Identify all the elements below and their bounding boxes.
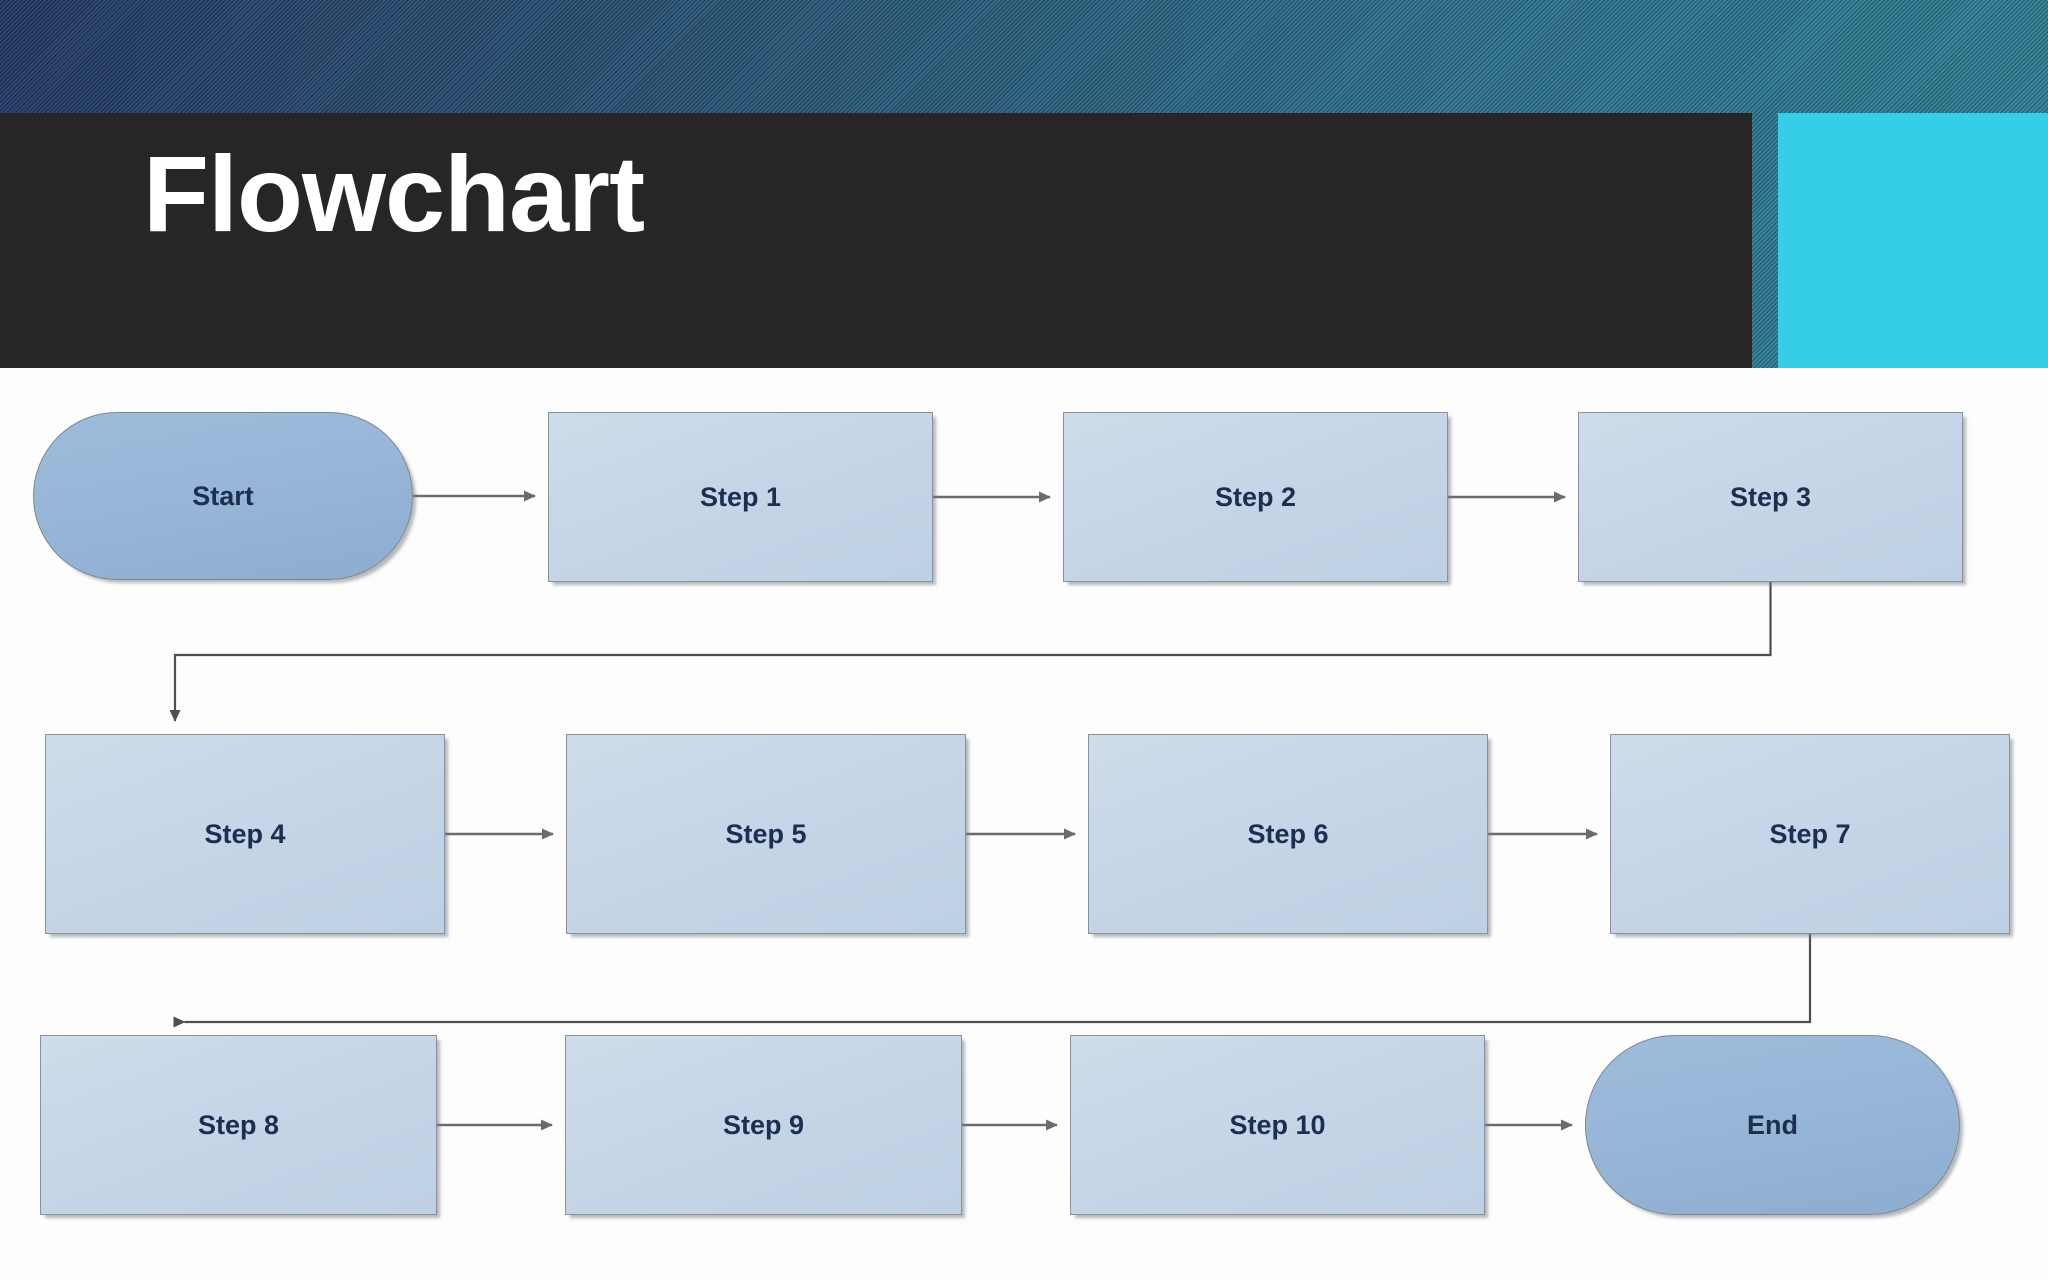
- flow-node-step8[interactable]: Step 8: [40, 1035, 437, 1215]
- flow-node-label: Step 9: [722, 1109, 805, 1140]
- flow-node-end[interactable]: End: [1585, 1035, 1960, 1215]
- flow-node-label: Step 4: [204, 818, 286, 849]
- flow-node-label: Step 5: [725, 818, 807, 849]
- flow-node-step5[interactable]: Step 5: [566, 734, 966, 934]
- flow-node-step7[interactable]: Step 7: [1610, 734, 2010, 934]
- flow-node-step6[interactable]: Step 6: [1088, 734, 1488, 934]
- flow-node-step1[interactable]: Step 1: [548, 412, 933, 582]
- connector-step3-to-step4: [169, 582, 1772, 722]
- flow-node-label: End: [1747, 1109, 1798, 1140]
- flow-node-step4[interactable]: Step 4: [45, 734, 445, 934]
- flowchart-canvas: Start Step 1 Step 2 Step 3 Step 4 Step 5 Step …: [0, 368, 2048, 1280]
- flow-node-step2[interactable]: Step 2: [1063, 412, 1448, 582]
- flow-node-label: Step 1: [699, 481, 782, 512]
- flow-node-step10[interactable]: Step 10: [1070, 1035, 1485, 1215]
- flow-node-label: Step 3: [1729, 481, 1812, 512]
- flow-node-step3[interactable]: Step 3: [1578, 412, 1963, 582]
- flow-node-label: Step 6: [1247, 818, 1329, 849]
- page-title: Flowchart: [143, 133, 645, 254]
- flow-node-label: Start: [192, 480, 254, 511]
- flow-node-step9[interactable]: Step 9: [565, 1035, 962, 1215]
- flow-node-start[interactable]: Start: [33, 412, 413, 580]
- flow-node-label: Step 10: [1229, 1109, 1326, 1140]
- flow-node-label: Step 7: [1769, 818, 1851, 849]
- flow-node-label: Step 8: [197, 1109, 280, 1140]
- accent-block: [1778, 113, 2048, 368]
- connector-step7-to-step8: [183, 934, 1812, 1028]
- flow-node-label: Step 2: [1214, 481, 1297, 512]
- title-bar: [0, 113, 1752, 368]
